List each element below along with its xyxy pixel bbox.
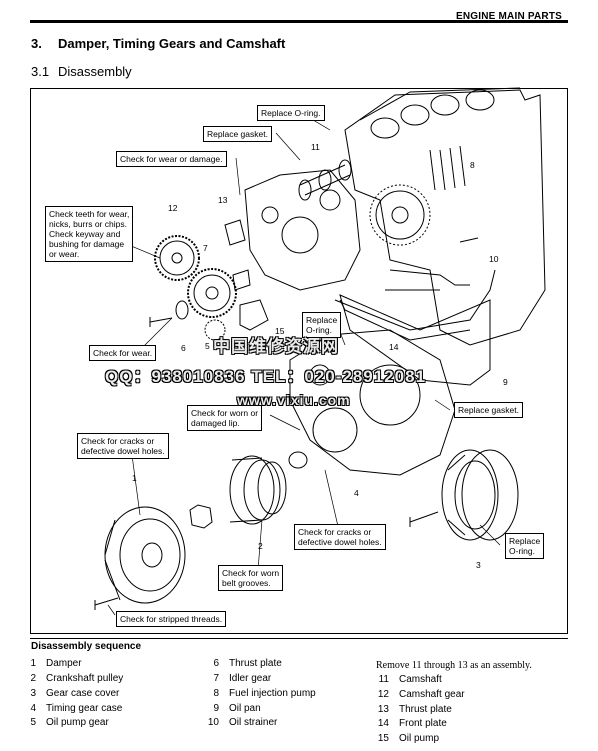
header-title: ENGINE MAIN PARTS <box>456 11 562 22</box>
item-number: 1 <box>30 658 36 669</box>
thrust-plate-13 <box>224 219 246 246</box>
oil-pan <box>339 294 491 386</box>
item-number: 12 <box>377 689 389 700</box>
damper <box>104 506 186 604</box>
idler-gear <box>187 268 237 318</box>
callout-replace-gasket-right: Replace gasket. <box>454 402 523 418</box>
bolts <box>94 237 479 610</box>
part-number-label: 10 <box>489 254 499 264</box>
gear-case-cover <box>441 449 499 541</box>
sequence-divider <box>30 638 568 639</box>
item-number: 3 <box>30 688 36 699</box>
callout-replace-oring-mid: Replace O-ring. <box>302 312 342 338</box>
oil-strainer <box>385 269 470 291</box>
callout-check-cracks-mid: Check for cracks or defective dowel hole… <box>294 524 386 550</box>
timing-gear-case <box>289 329 456 476</box>
oil-seal <box>288 451 308 469</box>
item-label: Oil pump gear <box>46 717 109 728</box>
sequence-title: Disassembly sequence <box>31 641 142 652</box>
item-number: 5 <box>30 717 36 728</box>
item-number: 8 <box>213 688 219 699</box>
callout-replace-gasket-top: Replace gasket. <box>203 126 272 142</box>
watermark-line-3: www.vixiu.com <box>237 392 351 408</box>
item-label: Oil pump <box>399 733 440 744</box>
item-label: Thrust plate <box>229 658 282 669</box>
thrust-plate-6 <box>175 300 189 320</box>
part-number-label: 2 <box>258 541 263 551</box>
item-number: 6 <box>213 658 219 669</box>
item-number: 11 <box>378 674 389 685</box>
item-label: Idler gear <box>229 673 272 684</box>
item-label: Damper <box>46 658 82 669</box>
removal-note: Remove 11 through 13 as an assembly. <box>376 660 532 671</box>
item-label: Gear case cover <box>46 688 120 699</box>
item-label: Oil strainer <box>229 717 278 728</box>
part-number-label: 8 <box>470 160 475 170</box>
item-number: 15 <box>377 733 389 744</box>
item-number: 7 <box>213 673 219 684</box>
callout-replace-oring-right: Replace O-ring. <box>505 533 545 559</box>
front-plate <box>244 169 361 291</box>
part-number-label: 12 <box>168 203 178 213</box>
pulley-nut <box>189 504 213 529</box>
item-label: Camshaft gear <box>399 689 465 700</box>
camshaft <box>298 159 352 201</box>
item-label: Fuel injection pump <box>229 688 316 699</box>
item-number: 10 <box>207 717 219 728</box>
crankshaft-pulley <box>229 455 287 525</box>
fuel-injection-pump-gear <box>369 184 431 246</box>
callout-check-cracks-left: Check for cracks or defective dowel hole… <box>77 433 169 459</box>
part-number-label: 6 <box>181 343 186 353</box>
oil-pump <box>239 299 269 331</box>
part-number-label: 4 <box>354 488 359 498</box>
item-label: Crankshaft pulley <box>46 673 124 684</box>
callout-check-wear-damage: Check for wear or damage. <box>116 151 227 167</box>
part-number-label: 5 <box>205 341 210 351</box>
item-label: Timing gear case <box>46 703 123 714</box>
subsection-number: 3.1 <box>31 64 50 79</box>
item-number: 2 <box>30 673 36 684</box>
item-number: 13 <box>377 704 389 715</box>
header-rule <box>30 20 568 23</box>
item-label: Thrust plate <box>399 704 452 715</box>
part-number-label: 14 <box>389 342 399 352</box>
item-number: 14 <box>377 718 389 729</box>
item-label: Front plate <box>399 718 447 729</box>
watermark-line-1: 中国维修资源网 <box>213 337 339 356</box>
callout-check-teeth: Check teeth for wear, nicks, burrs or ch… <box>45 206 134 262</box>
part-number-label: 1 <box>132 473 137 483</box>
callout-check-worn-lip: Check for worn or damaged lip. <box>187 405 263 431</box>
oil-pump-gear <box>204 319 226 341</box>
item-label: Camshaft <box>399 674 442 685</box>
callout-check-worn-belt: Check for worn belt grooves. <box>218 565 284 591</box>
part-number-label: 11 <box>311 142 320 152</box>
section-number: 3. <box>31 36 42 51</box>
callout-check-stripped: Check for stripped threads. <box>116 611 227 627</box>
callout-check-wear: Check for wear. <box>89 345 157 361</box>
part-number-label: 13 <box>218 195 228 205</box>
diagram-frame <box>30 88 568 634</box>
item-number: 9 <box>213 703 219 714</box>
part-number-label: 3 <box>476 560 481 570</box>
item-number: 4 <box>30 703 36 714</box>
part-number-label: 15 <box>275 326 285 336</box>
part-number-label: 7 <box>203 243 208 253</box>
camshaft-gear <box>154 235 200 281</box>
section-title: Damper, Timing Gears and Camshaft <box>58 36 286 51</box>
part-number-label: 9 <box>503 377 508 387</box>
watermark-line-2: QQ：938010836 TEL：020-28912081 <box>105 367 427 386</box>
engine-block-illustration <box>334 87 546 346</box>
subsection-title: Disassembly <box>58 64 132 79</box>
o-ring-right <box>461 449 519 541</box>
item-label: Oil pan <box>229 703 261 714</box>
callout-replace-oring-top: Replace O-ring. <box>257 105 325 121</box>
